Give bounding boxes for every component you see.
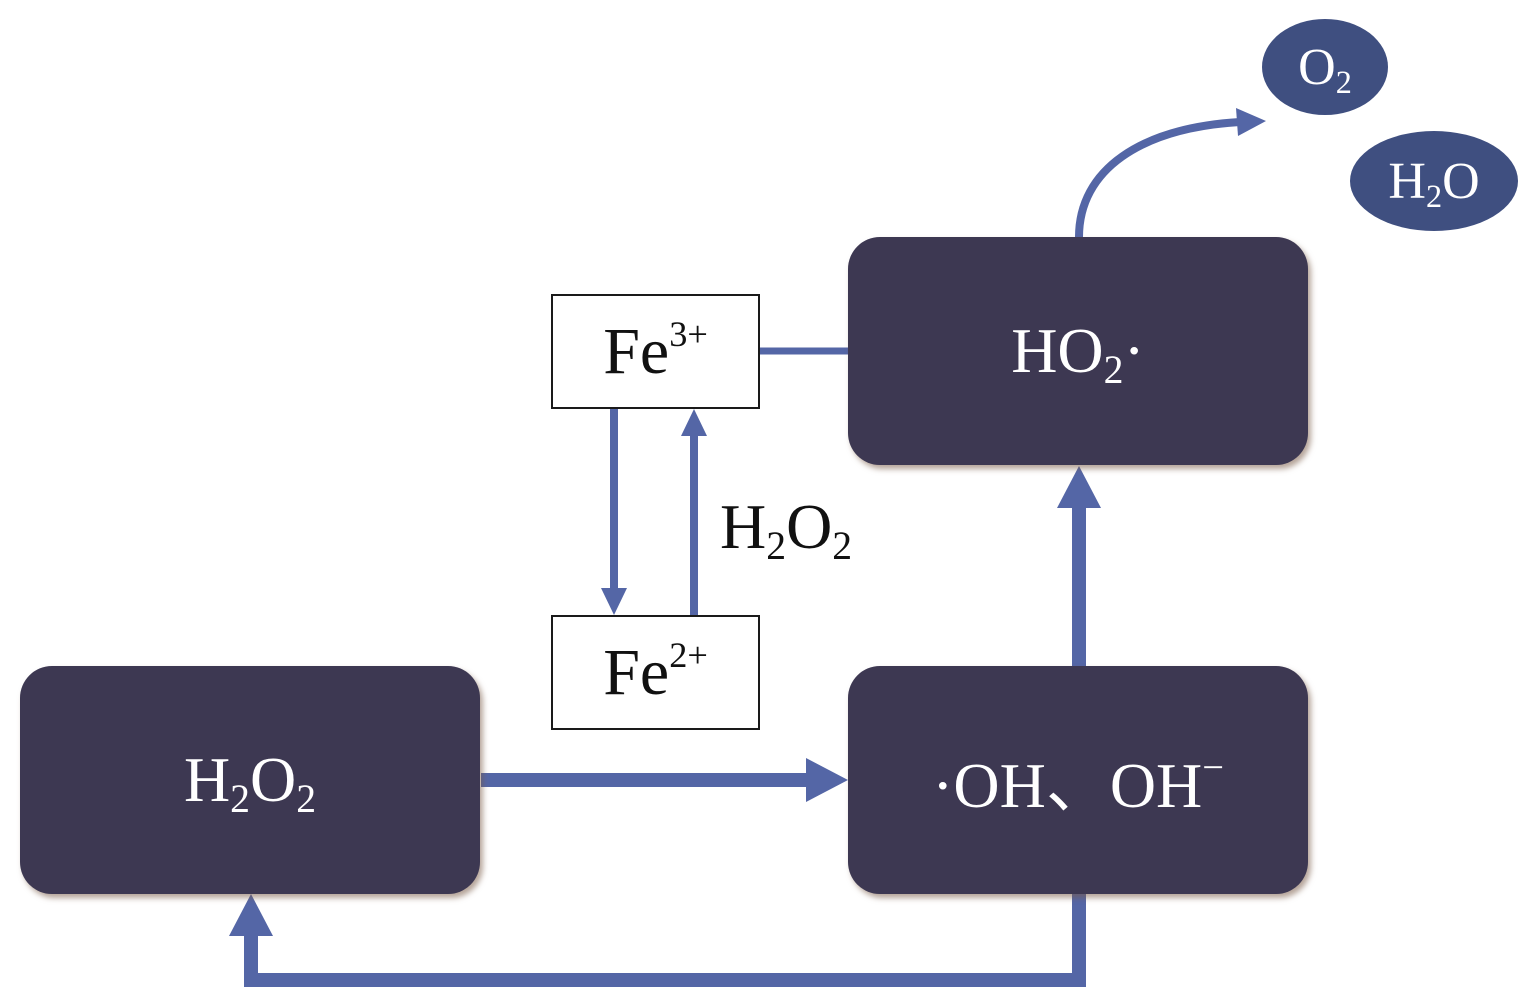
- oxygen-label: O2: [1298, 38, 1352, 100]
- water-label: H2O: [1388, 152, 1480, 214]
- oxygen-product: O2: [1262, 19, 1388, 115]
- h2o2-cycle-label: H2O2: [720, 491, 853, 569]
- fe3-node: Fe3+: [551, 294, 760, 409]
- arrow-loop-to-h2o2: [244, 894, 1086, 987]
- hydroxyl-label: ·OH、OH−: [932, 747, 1224, 821]
- arrowhead-fe3-to-fe2: [601, 588, 627, 615]
- h2o2-node: H2O2: [20, 666, 480, 894]
- fe3-label: Fe3+: [603, 313, 708, 388]
- fe2-node: Fe2+: [551, 615, 760, 730]
- arrow-hydroperoxyl-to-products: [1075, 118, 1241, 238]
- hydroperoxyl-label: HO2·: [1011, 315, 1145, 393]
- hydroperoxyl-node: HO2·: [848, 237, 1308, 465]
- water-product: H2O: [1350, 131, 1518, 231]
- arrowhead-hydroxyl-to-hydroperoxyl: [1057, 466, 1101, 508]
- h2o2-label: H2O2: [183, 744, 317, 822]
- arrow-group: [229, 108, 1266, 987]
- arrowhead-fe2-to-fe3: [681, 409, 707, 436]
- arrowhead-loop-to-h2o2: [229, 894, 273, 936]
- arrowhead-h2o2-to-hydroxyl: [806, 758, 848, 802]
- hydroxyl-node: ·OH、OH−: [848, 666, 1308, 894]
- arrowhead-hydroperoxyl-to-products: [1236, 108, 1266, 136]
- fe2-label: Fe2+: [603, 634, 708, 709]
